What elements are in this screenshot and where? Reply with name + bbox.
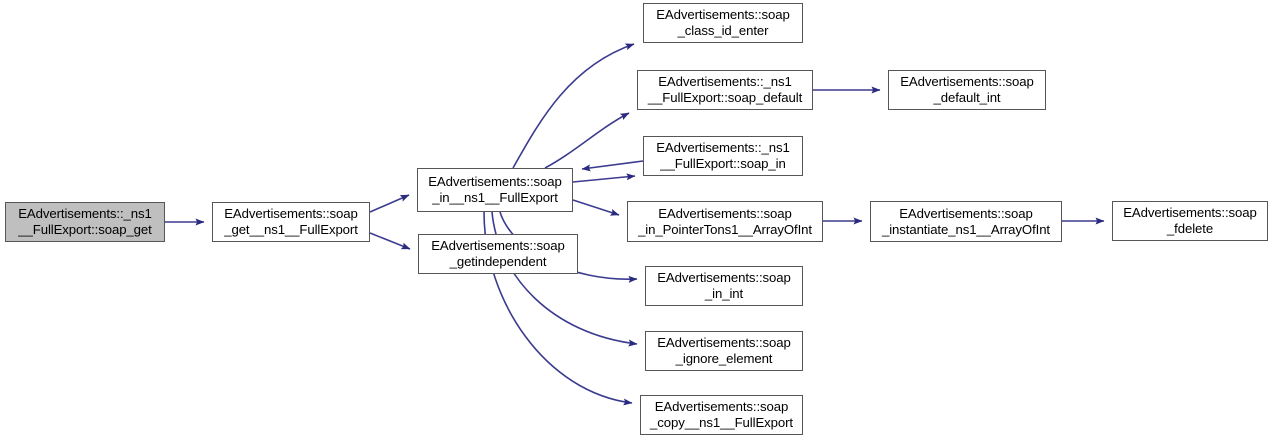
node-label: EAdvertisements::soap _in_int bbox=[657, 270, 791, 301]
node-label: EAdvertisements::_ns1 __FullExport::soap… bbox=[656, 140, 790, 171]
node-label: EAdvertisements::_ns1 __FullExport::soap… bbox=[18, 206, 152, 237]
edge-soap_in-to-soap_in-fe bbox=[581, 160, 644, 172]
node-label: EAdvertisements::soap _in__ns1__FullExpo… bbox=[428, 174, 562, 205]
node-label: EAdvertisements::soap _copy__ns1__FullEx… bbox=[650, 399, 793, 430]
node-label: EAdvertisements::soap _get__ns1__FullExp… bbox=[224, 206, 358, 237]
node-soap-get[interactable]: EAdvertisements::_ns1 __FullExport::soap… bbox=[5, 202, 165, 242]
edge-soap_in-fe-to-soap_in bbox=[572, 173, 636, 183]
edge-soap_in-fe-to-soap_default bbox=[544, 112, 630, 169]
node-soap-ignore-element[interactable]: EAdvertisements::soap _ignore_element bbox=[645, 331, 803, 371]
edge-soap_in-fe-to-soap_in_pointer bbox=[572, 199, 620, 216]
node-label: EAdvertisements::soap _in_PointerTons1__… bbox=[638, 205, 812, 237]
node-soap-in-pointertons1-arrayofint[interactable]: EAdvertisements::soap _in_PointerTons1__… bbox=[627, 201, 823, 242]
node-label: EAdvertisements::soap _instantiate_ns1__… bbox=[881, 205, 1050, 237]
node-soap-fdelete[interactable]: EAdvertisements::soap _fdelete bbox=[1112, 201, 1268, 241]
node-soap-copy-ns1-fullexport[interactable]: EAdvertisements::soap _copy__ns1__FullEx… bbox=[640, 395, 803, 435]
edge-soap_in-fe-to-soap_ignore_element bbox=[491, 211, 638, 347]
node-soap-getindependent[interactable]: EAdvertisements::soap _getindependent bbox=[418, 234, 578, 274]
node-soap-in-int[interactable]: EAdvertisements::soap _in_int bbox=[645, 266, 803, 306]
edge-soap_get-fe-to-soap_in-fe bbox=[369, 194, 410, 213]
node-soap-get-ns1-fullexport[interactable]: EAdvertisements::soap _get__ns1__FullExp… bbox=[212, 202, 370, 242]
node-label: EAdvertisements::soap _default_int bbox=[900, 74, 1034, 105]
edge-soap_get-fe-to-soap_getindependent bbox=[369, 232, 411, 250]
node-soap-default[interactable]: EAdvertisements::_ns1 __FullExport::soap… bbox=[637, 70, 813, 110]
edge-soap_in-fe-to-soap_class_id_enter bbox=[512, 43, 635, 169]
node-label: EAdvertisements::soap _getindependent bbox=[431, 238, 565, 269]
node-soap-in[interactable]: EAdvertisements::_ns1 __FullExport::soap… bbox=[643, 136, 803, 176]
node-label: EAdvertisements::soap _ignore_element bbox=[657, 335, 791, 366]
node-label: EAdvertisements::_ns1 __FullExport::soap… bbox=[647, 74, 803, 105]
node-soap-class-id-enter[interactable]: EAdvertisements::soap _class_id_enter bbox=[643, 3, 803, 43]
node-label: EAdvertisements::soap _class_id_enter bbox=[656, 7, 790, 38]
node-label: EAdvertisements::soap _fdelete bbox=[1123, 205, 1257, 236]
node-soap-in-ns1-fullexport[interactable]: EAdvertisements::soap _in__ns1__FullExpo… bbox=[417, 168, 573, 212]
node-soap-instantiate-ns1-arrayofint[interactable]: EAdvertisements::soap _instantiate_ns1__… bbox=[870, 201, 1062, 242]
node-soap-default-int[interactable]: EAdvertisements::soap _default_int bbox=[888, 70, 1046, 110]
